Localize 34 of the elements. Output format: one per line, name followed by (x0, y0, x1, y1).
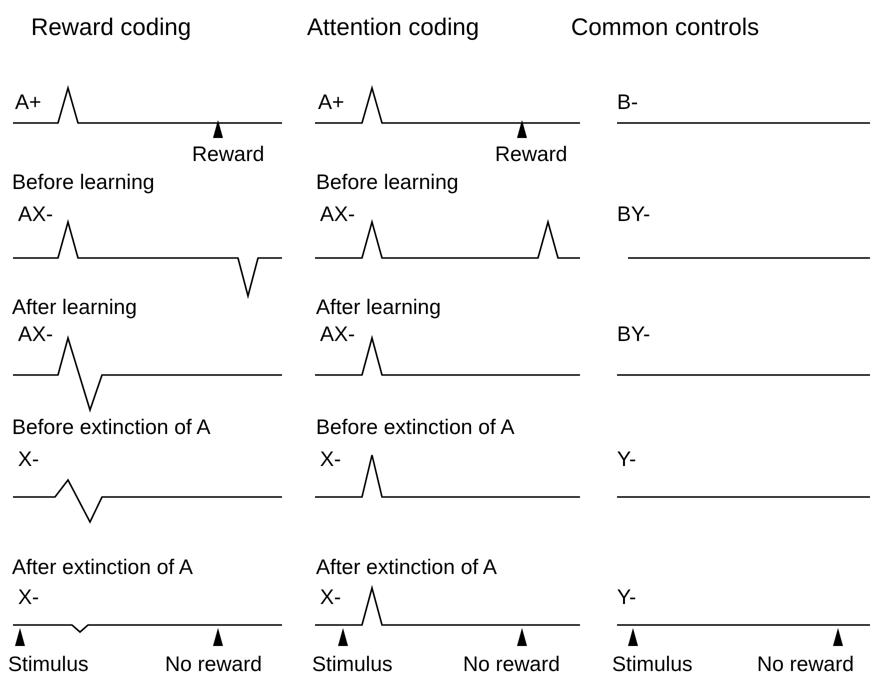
trial-label: X- (320, 586, 341, 610)
event-label: No reward (463, 653, 560, 677)
trial-label: AX- (18, 323, 54, 347)
trial-label: Y- (617, 586, 636, 610)
trial-label: A+ (318, 91, 344, 115)
trial-label: AX- (320, 323, 356, 347)
trial-label: Y- (617, 448, 636, 472)
condition-label: After learning (12, 296, 137, 320)
column-heading: Attention coding (307, 14, 480, 42)
trial-label: X- (18, 448, 39, 472)
trial-label: X- (18, 586, 39, 610)
trial-label: AX- (18, 203, 54, 227)
trial-label: B- (617, 91, 638, 115)
event-label: Stimulus (8, 653, 89, 677)
event-label: Reward (495, 143, 568, 167)
condition-label: Before learning (12, 171, 154, 195)
event-label: No reward (165, 653, 262, 677)
trial-label: AX- (320, 203, 356, 227)
trial-label: BY- (617, 203, 650, 227)
condition-label: Before learning (316, 171, 458, 195)
column-heading: Common controls (571, 14, 760, 42)
column-heading: Reward coding (31, 14, 192, 42)
trial-label: BY- (617, 323, 650, 347)
trial-label: X- (320, 448, 341, 472)
event-label: Stimulus (312, 653, 393, 677)
condition-label: Before extinction of A (12, 416, 210, 440)
condition-label: After extinction of A (316, 556, 497, 580)
event-label: Stimulus (612, 653, 693, 677)
event-label: Reward (192, 143, 264, 167)
trial-label: A+ (15, 91, 42, 115)
condition-label: After extinction of A (12, 556, 193, 580)
event-label: No reward (757, 653, 854, 677)
condition-label: After learning (316, 296, 441, 320)
condition-label: Before extinction of A (316, 416, 514, 440)
